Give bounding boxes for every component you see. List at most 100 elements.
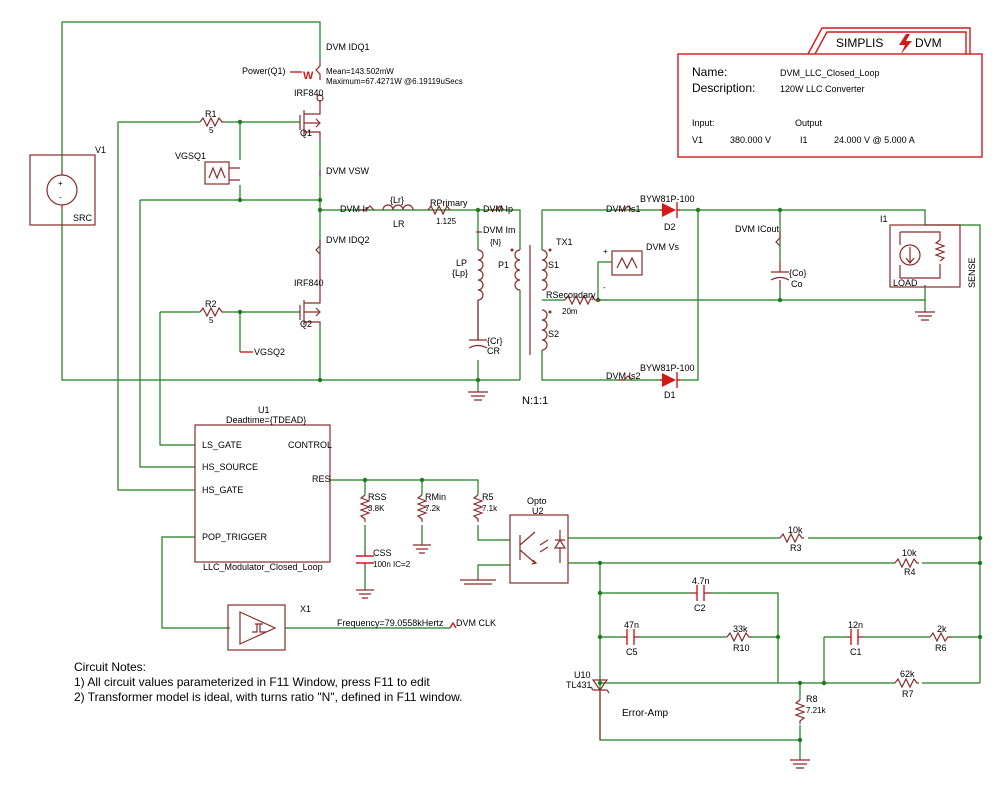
label-tx1: TX1 (556, 237, 573, 247)
r4-resistor[interactable] (894, 557, 919, 569)
css-capacitor[interactable] (356, 550, 374, 568)
c5-capacitor[interactable] (622, 629, 640, 645)
wires (61, 21, 981, 760)
r10-resistor[interactable] (726, 631, 752, 643)
label-dvm-im: DVM Im (483, 225, 516, 235)
label-r2-value: 5 (209, 316, 214, 325)
label-c1-value: 12n (848, 620, 863, 630)
label-r10-value: 33k (733, 624, 748, 634)
label-turns-ratio: N:1:1 (522, 395, 548, 407)
r2-resistor[interactable] (199, 306, 225, 318)
label-dvm-clk: DVM CLK (456, 618, 496, 628)
label-css-value: 100n IC=2 (373, 560, 411, 569)
ground-symbols (356, 311, 935, 769)
label-dvm-ir: DVM Ir (340, 204, 368, 214)
r1-resistor[interactable] (199, 116, 225, 128)
r3-resistor[interactable] (779, 532, 804, 544)
label-r3: R3 (790, 543, 802, 553)
label-c1: C1 (850, 647, 862, 657)
label-s2: S2 (548, 329, 559, 339)
output-value: 24.000 V @ 5.000 A (834, 135, 915, 145)
cr-capacitor[interactable] (468, 300, 488, 349)
v1-voltage-source[interactable]: + - (29, 154, 96, 226)
x1-schmitt-trigger[interactable] (227, 604, 286, 651)
label-dvm-is1: DVM Is1 (606, 204, 641, 214)
label-rsecondary-value: 20m (562, 307, 578, 316)
co-capacitor[interactable] (770, 260, 790, 288)
description-value: 120W LLC Converter (780, 84, 865, 94)
u1-llc-modulator[interactable] (194, 424, 331, 563)
dvm-vs-probe[interactable]: + - (603, 247, 643, 292)
label-d2: D2 (664, 222, 676, 232)
rsecondary-resistor[interactable] (564, 294, 601, 306)
rmin-resistor[interactable] (416, 494, 428, 522)
svg-text:W: W (303, 70, 314, 82)
label-irf840-q2: IRF840 (294, 278, 324, 288)
label-src: SRC (73, 213, 93, 223)
lp-inductor[interactable] (477, 249, 484, 301)
input-ref: V1 (692, 135, 703, 145)
label-ls-gate: LS_GATE (202, 440, 242, 450)
brand-simplis: SIMPLIS (836, 36, 883, 50)
r8-resistor[interactable] (794, 699, 806, 724)
d1-diode[interactable] (660, 372, 680, 388)
label-vgsq2: VGSQ2 (254, 347, 285, 357)
svg-text:-: - (59, 193, 62, 202)
label-dvm-is2: DVM Is2 (606, 371, 641, 381)
svg-text:+: + (603, 247, 608, 256)
rprimary-resistor[interactable] (427, 204, 451, 216)
q1-mosfet[interactable] (299, 94, 324, 140)
label-dvm-icout: DVM ICout (735, 224, 780, 234)
label-i1: I1 (880, 214, 888, 224)
u2-optocoupler[interactable] (509, 514, 569, 584)
label-tl431: TL431 (566, 680, 592, 690)
label-q2: Q2 (300, 319, 312, 329)
rss-resistor[interactable] (359, 494, 371, 522)
notes-line-2: 2) Transformer model is ideal, with turn… (74, 690, 462, 704)
dvm-flag-icons (240, 351, 457, 629)
d2-diode[interactable] (660, 202, 680, 218)
label-lr: LR (393, 219, 405, 229)
r5-resistor[interactable] (472, 494, 484, 522)
r7-resistor[interactable] (894, 677, 919, 689)
label-r2: R2 (205, 299, 217, 309)
name-value: DVM_LLC_Closed_Loop (780, 68, 880, 78)
q2-mosfet[interactable] (299, 250, 321, 325)
label-s1: S1 (548, 260, 559, 270)
label-r5-value: 7.1k (482, 504, 498, 513)
svg-text:+: + (58, 179, 63, 188)
label-r8-value: 7.21k (806, 706, 827, 715)
label-mean: Mean=143.502mW (326, 67, 394, 76)
label-hs-gate: HS_GATE (202, 485, 243, 495)
tx1-transformer[interactable] (510, 245, 552, 355)
label-u2: U2 (532, 506, 544, 516)
label-dvm-vs: DVM Vs (646, 242, 680, 252)
label-rmin: RMin (425, 492, 446, 502)
junction-dots (237, 119, 983, 743)
c2-capacitor[interactable] (690, 585, 712, 601)
c1-capacitor[interactable] (846, 629, 864, 645)
label-error-amp: Error-Amp (622, 708, 669, 719)
label-opto: Opto (527, 496, 547, 506)
u10-tl431[interactable] (590, 679, 610, 740)
title-block: SIMPLIS DVM Name: DVM_LLC_Closed_Loop De… (677, 27, 983, 158)
label-irf840-q1: IRF840 (294, 88, 324, 98)
lr-inductor[interactable] (382, 204, 414, 211)
current-probe-icons (315, 60, 781, 381)
label-u10: U10 (574, 670, 591, 680)
label-r7-value: 62k (900, 669, 915, 679)
label-rss-value: 3.8K (368, 504, 385, 513)
label-co-param: {Co} (789, 268, 807, 278)
notes-heading: Circuit Notes: (74, 660, 146, 674)
label-power-q1: Power(Q1) (242, 66, 286, 76)
label-rsecondary: RSecondary (546, 290, 596, 300)
label-p1: P1 (498, 260, 509, 270)
label-r3-value: 10k (788, 525, 803, 535)
i1-load[interactable] (889, 224, 961, 288)
label-r4: R4 (904, 567, 916, 577)
vgsq1-probe[interactable] (204, 161, 240, 185)
label-frequency: Frequency=79.0558kHertz (337, 618, 444, 628)
label-dvm-idq2: DVM IDQ2 (326, 235, 370, 245)
r6-resistor[interactable] (929, 631, 952, 643)
